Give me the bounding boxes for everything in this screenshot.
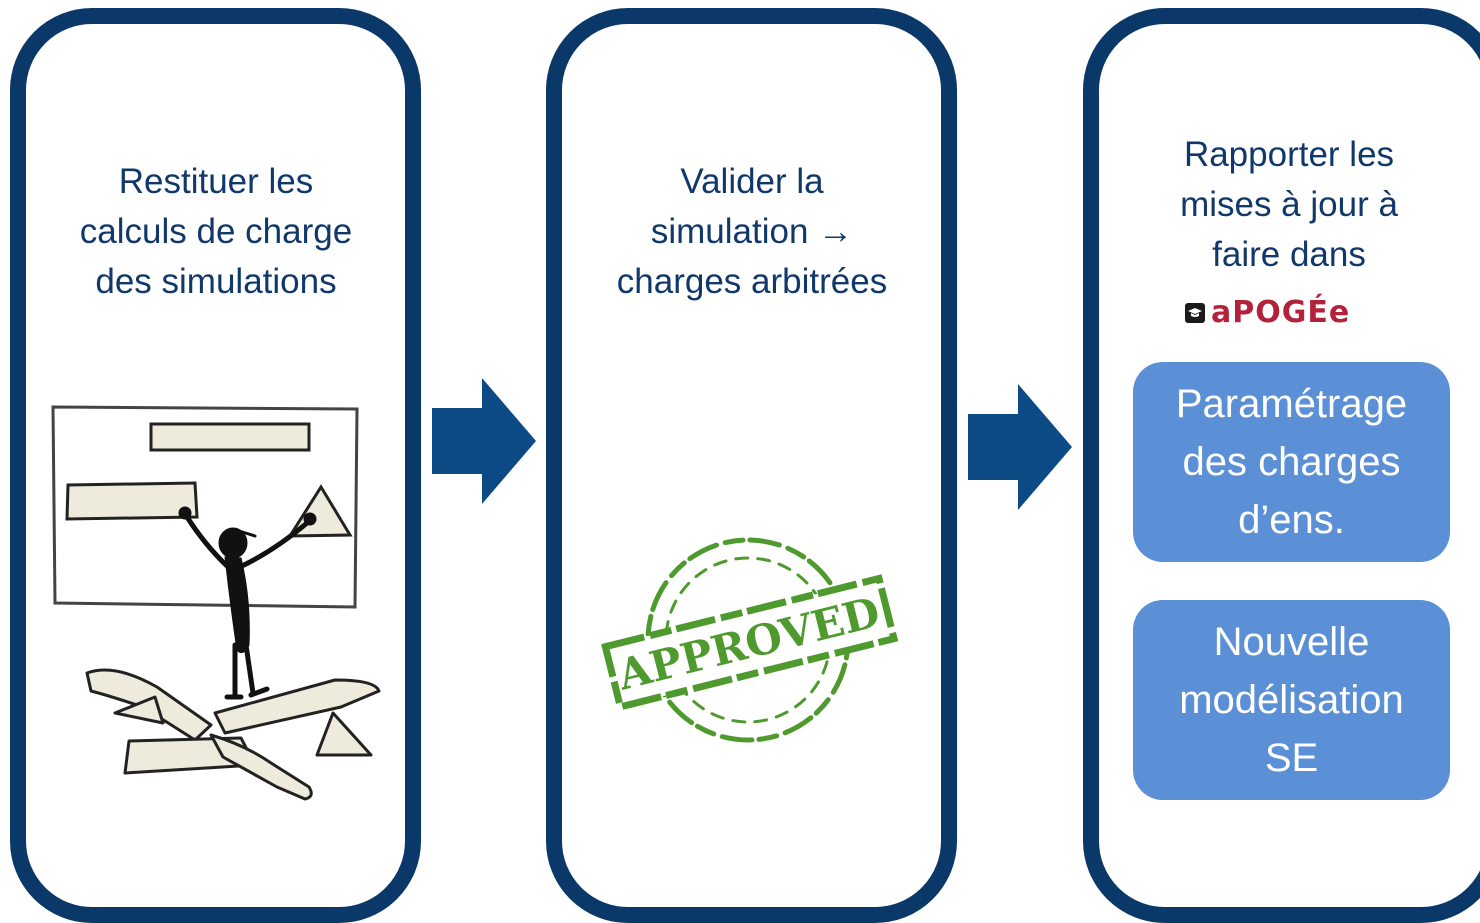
step-3-caption-line: Rapporter les [1183, 135, 1395, 174]
apogee-logo-text: aPOGÉe [1211, 295, 1351, 330]
charges-settings-box: Paramétrage des charges d’ens. [1133, 362, 1450, 562]
sub-box-line: Paramétrage [1175, 382, 1408, 426]
sub-box-line: d’ens. [1238, 498, 1345, 542]
step-2-panel [546, 8, 957, 923]
step-1-caption-line: calculs de charge [79, 212, 353, 251]
flow-arrow-icon [968, 384, 1072, 510]
step-2-caption-line: Valider la [680, 162, 824, 201]
sub-box-line: SE [1264, 736, 1319, 780]
sub-box-line: Nouvelle [1213, 620, 1370, 664]
new-modeling-box: Nouvelle modélisation SE [1133, 600, 1450, 800]
step-1-caption: Restituer les calculs de charge des simu… [30, 157, 402, 307]
step-1-caption-line: Restituer les [118, 162, 314, 201]
graduation-cap-icon [1185, 303, 1205, 323]
approved-stamp-illustration: APPROVED [601, 537, 898, 743]
apogee-logo: aPOGÉe [1185, 298, 1350, 328]
sub-box-line: modélisation [1179, 678, 1404, 722]
step-3-caption-line: mises à jour à [1180, 185, 1398, 224]
step-3-caption-line: faire dans [1212, 235, 1366, 274]
step-2-caption-line: charges arbitrées [616, 262, 888, 301]
step-1-caption-line: des simulations [95, 262, 337, 301]
step-2-caption: Valider la simulation → charges arbitrée… [566, 157, 938, 307]
flow-arrow-icon [432, 378, 536, 504]
stick-figure-whiteboard-illustration [51, 405, 381, 801]
sub-box-line: des charges [1182, 440, 1401, 484]
step-2-caption-line: simulation → [650, 212, 854, 251]
step-3-caption: Rapporter les mises à jour à faire dans [1105, 130, 1473, 280]
